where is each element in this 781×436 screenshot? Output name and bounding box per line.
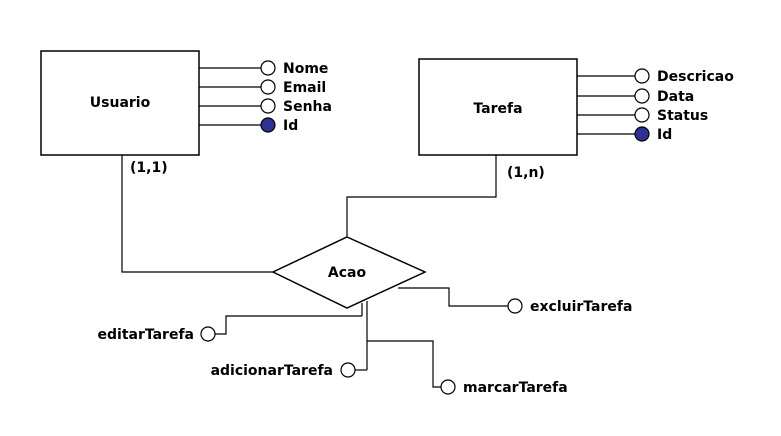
attribute-circle-icon xyxy=(507,298,523,314)
svg-text:Descricao: Descricao xyxy=(657,69,734,85)
svg-text:excluirTarefa: excluirTarefa xyxy=(530,299,632,315)
tarefa-attribute-status: Status xyxy=(577,107,708,124)
usuario-attribute-email: Email xyxy=(199,79,326,96)
usuario-attribute-id: Id xyxy=(199,117,298,134)
attribute-circle-icon xyxy=(260,60,276,76)
usuario-relationship-line xyxy=(121,155,275,273)
relationship-attribute-marcar: marcarTarefa xyxy=(367,340,568,396)
usuario-attribute-nome: Nome xyxy=(199,60,328,77)
usuario-attribute-senha: Senha xyxy=(199,98,332,115)
svg-text:Id: Id xyxy=(657,127,672,143)
key-attribute-circle-icon xyxy=(260,117,276,133)
svg-text:Id: Id xyxy=(283,118,298,134)
relationship-attribute-adicionar: adicionarTarefa xyxy=(211,362,367,379)
svg-text:Senha: Senha xyxy=(283,99,332,115)
tarefa-entity-name: Tarefa xyxy=(473,101,522,117)
acao-relationship-diamond xyxy=(271,236,427,309)
acao-relationship-name: Acao xyxy=(328,265,367,281)
svg-text:Data: Data xyxy=(657,89,694,105)
usuario-cardinality: (1,1) xyxy=(130,160,168,176)
usuario-entity-name: Usuario xyxy=(90,95,151,111)
tarefa-cardinality: (1,n) xyxy=(507,165,545,181)
attribute-circle-icon xyxy=(440,379,456,395)
attribute-circle-icon xyxy=(260,79,276,95)
tarefa-entity-box xyxy=(418,58,578,156)
attribute-circle-icon xyxy=(260,98,276,114)
attribute-circle-icon xyxy=(340,362,356,378)
relationship-attribute-editar: editarTarefa xyxy=(98,315,362,343)
tarefa-attribute-id: Id xyxy=(577,126,672,143)
attribute-circle-icon xyxy=(200,326,216,342)
key-attribute-circle-icon xyxy=(634,126,650,142)
svg-text:adicionarTarefa: adicionarTarefa xyxy=(211,363,333,379)
svg-text:Email: Email xyxy=(283,80,326,96)
svg-text:Status: Status xyxy=(657,108,708,124)
svg-text:editarTarefa: editarTarefa xyxy=(98,327,195,343)
tarefa-relationship-line xyxy=(346,155,497,237)
attribute-circle-icon xyxy=(634,107,650,123)
svg-text:marcarTarefa: marcarTarefa xyxy=(463,380,568,396)
attribute-circle-icon xyxy=(634,68,650,84)
usuario-entity-box xyxy=(40,50,200,156)
tarefa-attribute-data: Data xyxy=(577,88,694,105)
attribute-circle-icon xyxy=(634,88,650,104)
tarefa-attribute-descricao: Descricao xyxy=(577,68,734,85)
svg-text:Nome: Nome xyxy=(283,61,328,77)
relationship-attribute-excluir: excluirTarefa xyxy=(398,287,632,315)
